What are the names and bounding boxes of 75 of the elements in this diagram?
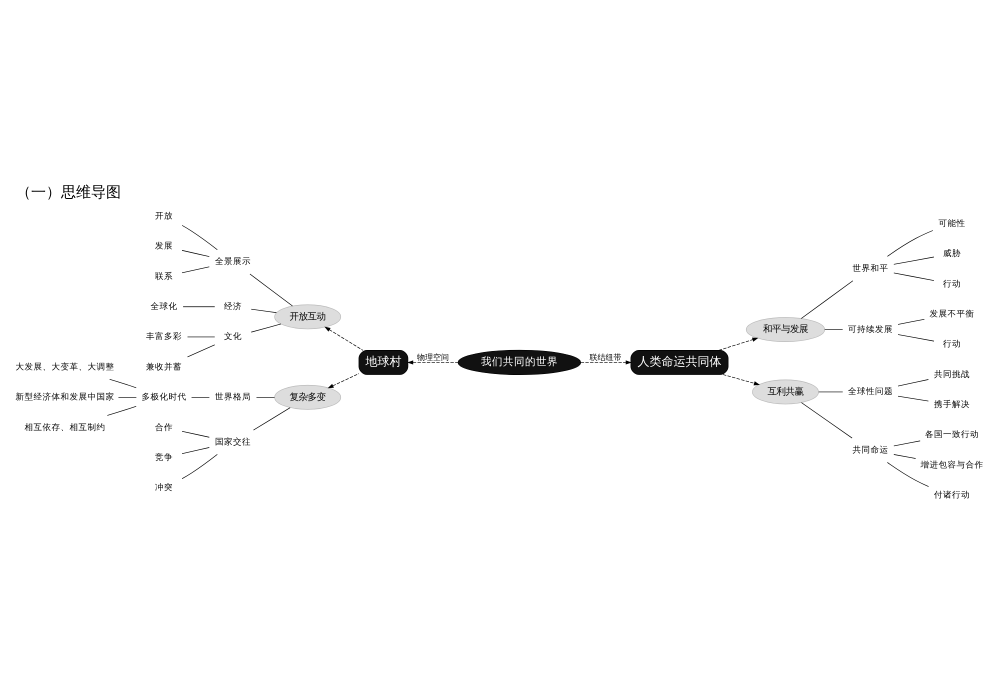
diagram-title: （一）思维导图 [16, 184, 121, 201]
connector [253, 406, 290, 430]
connector [800, 280, 854, 318]
node-text: 多极化时代 [141, 392, 186, 402]
node-text: 付诸行动 [934, 490, 970, 500]
connector [109, 378, 137, 388]
node-text: 文化 [224, 332, 242, 342]
connector [182, 454, 218, 479]
connector [187, 344, 216, 357]
node-text: 共同挑战 [934, 369, 970, 380]
arrow [580, 360, 632, 364]
arrow [328, 372, 360, 388]
connector [187, 336, 216, 337]
node-text: 国家交往 [214, 437, 251, 448]
connector [256, 396, 275, 398]
connector [898, 318, 925, 324]
node-text: 发展 [154, 241, 173, 252]
connector [894, 440, 920, 446]
connector [182, 430, 210, 438]
node-text: 大发展、大变革、大调整 [15, 362, 114, 372]
node-text: 冲突 [154, 482, 173, 493]
node-text: 发展不平衡 [930, 308, 975, 319]
node-text: 丰富多彩 [146, 332, 182, 342]
node-text: 全景展示 [214, 256, 251, 267]
connector [824, 328, 843, 330]
connector [898, 395, 929, 401]
node-text: 全球性问题 [848, 386, 893, 397]
node-text: 行动 [943, 339, 962, 350]
node-text: 可持续发展 [848, 324, 893, 334]
connector [182, 266, 210, 273]
connector [182, 446, 210, 454]
connector [118, 396, 137, 398]
node-text: 各国一致行动 [925, 430, 980, 440]
connector [894, 256, 934, 264]
connector [182, 224, 218, 250]
node-text: 携手解决 [934, 399, 970, 410]
node-text: 增进包容与合作 [920, 460, 984, 470]
connector [894, 454, 916, 458]
connector [887, 462, 929, 486]
node-text: 合作 [154, 422, 173, 432]
node-text: 新型经济体和发展中国家 [15, 392, 114, 402]
connector [898, 378, 929, 386]
node-text: 可能性 [938, 218, 966, 228]
node-box: 地球村 [358, 350, 408, 374]
connector [818, 391, 844, 392]
node-text: 威胁 [943, 248, 962, 259]
node-text: 共同命运 [852, 445, 888, 456]
node-text: 竞争 [154, 452, 173, 462]
node-ellipse: 我们共同的世界 [458, 349, 582, 375]
arrow [324, 326, 364, 350]
node-text: 开放 [154, 211, 173, 221]
node-text: 联系 [154, 271, 173, 282]
node-ellipse: 开放互动 [274, 304, 342, 329]
connector [191, 396, 210, 398]
node-text: 兼收并蓄 [146, 362, 182, 372]
node-text: 行动 [943, 278, 962, 289]
node-text: 全球化 [150, 302, 178, 312]
connector [250, 273, 293, 306]
connector [898, 334, 934, 341]
node-box: 人类命运共同体 [630, 350, 728, 374]
arrow [722, 374, 760, 385]
connector [887, 230, 934, 256]
connector [250, 323, 282, 332]
connector [182, 250, 210, 256]
node-text: 世界格局 [214, 392, 251, 402]
connector [250, 308, 277, 312]
arrow [718, 337, 758, 350]
connector [107, 406, 137, 416]
connector [182, 306, 216, 307]
arrow [407, 360, 458, 364]
node-text: 经济 [224, 302, 242, 312]
node-text: 世界和平 [852, 263, 888, 274]
connector [894, 272, 934, 280]
node-text: 相互依存、相互制约 [24, 422, 106, 432]
connector [801, 402, 852, 438]
